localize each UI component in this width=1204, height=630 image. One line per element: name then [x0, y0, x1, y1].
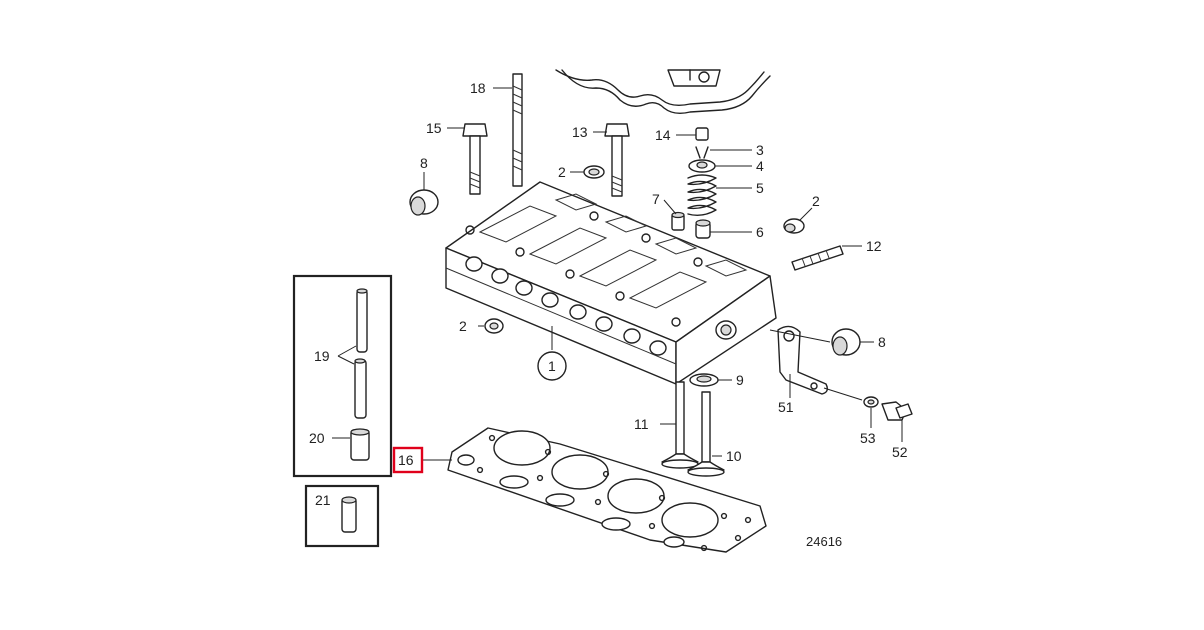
callout-3: 3 [756, 142, 764, 158]
callout-2-top: 2 [558, 164, 566, 180]
callout-10: 10 [726, 448, 742, 464]
callout-11: 11 [634, 416, 649, 432]
callout-labels: 18 15 13 14 8 2 3 4 5 7 6 2 12 2 1 8 9 5… [309, 80, 908, 549]
cylinder-head-1 [445, 181, 777, 385]
callout-7: 7 [652, 191, 660, 207]
callout-16[interactable]: 16 [398, 452, 414, 468]
exhaust-valve-10 [687, 391, 725, 477]
callout-21: 21 [315, 492, 331, 508]
callout-13: 13 [572, 124, 588, 140]
tappet-7 [671, 211, 685, 231]
callout-15: 15 [426, 120, 442, 136]
callout-5: 5 [756, 180, 764, 196]
stud-12 [791, 245, 844, 271]
callout-2-bottom: 2 [459, 318, 467, 334]
callout-6: 6 [756, 224, 764, 240]
valve-stem-seal-6 [695, 219, 711, 239]
sleeve-20 [350, 428, 370, 461]
valve-seat-9 [689, 373, 719, 387]
callout-16-highlight[interactable]: 16 [392, 446, 424, 474]
callout-51: 51 [778, 399, 794, 415]
washer-53 [863, 396, 879, 408]
highlight-box [392, 446, 424, 474]
dowel-pin-19-upper [356, 288, 368, 353]
callout-2-right: 2 [812, 193, 820, 209]
callout-1-circle: 1 [537, 351, 567, 381]
bolt-52 [881, 401, 913, 421]
group-box-21 [304, 484, 380, 548]
seal-plug-8-right [831, 328, 861, 356]
spring-retainer-4 [688, 159, 716, 173]
valve-cover-gasket-fragment [555, 69, 771, 115]
bolt-15 [462, 123, 488, 195]
bolt-13 [604, 123, 630, 197]
head-gasket-16 [447, 427, 767, 553]
group-box-dowels [292, 274, 393, 478]
valve-spring-5 [687, 174, 717, 217]
callout-20: 20 [309, 430, 325, 446]
valve-stem-seal-2-top [583, 165, 605, 179]
callout-18: 18 [470, 80, 486, 96]
callout-8-top: 8 [420, 155, 428, 171]
callout-1: 1 [548, 358, 556, 374]
sleeve-21 [341, 496, 357, 533]
valve-stem-seal-2-right [783, 218, 805, 234]
callout-9: 9 [736, 372, 744, 388]
callout-53: 53 [860, 430, 876, 446]
callout-8-right: 8 [878, 334, 886, 350]
seal-plug-8-top [409, 189, 439, 216]
callout-19: 19 [314, 348, 330, 364]
intake-valve-11 [661, 381, 699, 469]
figure-number: 24616 [806, 534, 842, 549]
stud-18 [512, 73, 523, 187]
leader-lines [332, 87, 903, 461]
valve-cap-14 [695, 127, 709, 141]
callout-4: 4 [756, 158, 764, 174]
callout-12: 12 [866, 238, 882, 254]
dowel-pin-19-lower [354, 358, 367, 419]
callout-52: 52 [892, 444, 908, 460]
valve-keepers-3 [695, 146, 709, 159]
callout-14: 14 [655, 127, 671, 143]
valve-stem-seal-2-bottom [484, 318, 504, 334]
